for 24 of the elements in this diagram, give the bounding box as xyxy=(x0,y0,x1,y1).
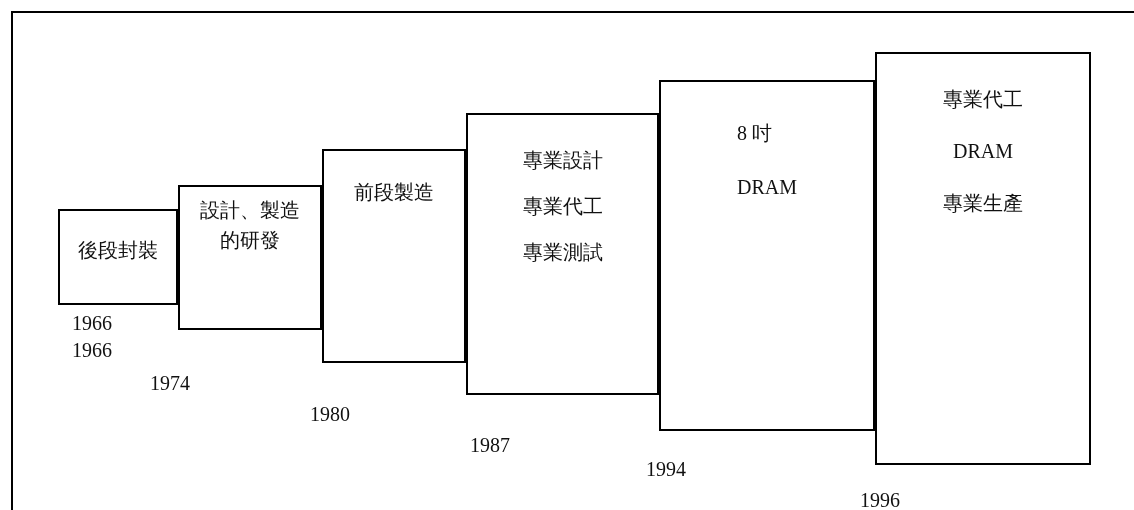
stage-box xyxy=(875,52,1091,465)
stage-text: DRAM xyxy=(737,175,797,200)
stage-box xyxy=(466,113,659,395)
stage-text: 設計、製造的研發 xyxy=(200,198,300,253)
stage-text: 前段製造 xyxy=(353,180,435,205)
stage-text: 專業測試 xyxy=(521,240,604,265)
year-label: 1974 xyxy=(150,373,190,393)
year-label: 1966 xyxy=(72,313,112,333)
stage-text: 8 吋 xyxy=(737,121,772,146)
year-label: 1996 xyxy=(860,490,900,510)
year-label: 1987 xyxy=(470,435,510,455)
year-label: 1994 xyxy=(646,459,686,479)
stage-text: 專業設計 xyxy=(521,148,604,173)
stage-text: 專業代工 xyxy=(942,87,1024,112)
stage-text: 後段封裝 xyxy=(77,238,159,263)
stage-box xyxy=(659,80,875,431)
stage-box xyxy=(322,149,466,363)
stage-text: 專業生產 xyxy=(942,191,1024,216)
year-label: 1980 xyxy=(310,404,350,424)
stage-text: 專業代工 xyxy=(521,194,604,219)
stage-box xyxy=(178,185,322,330)
year-label: 1966 xyxy=(72,340,112,360)
stage-box xyxy=(58,209,178,305)
stage-text: DRAM xyxy=(952,139,1014,164)
